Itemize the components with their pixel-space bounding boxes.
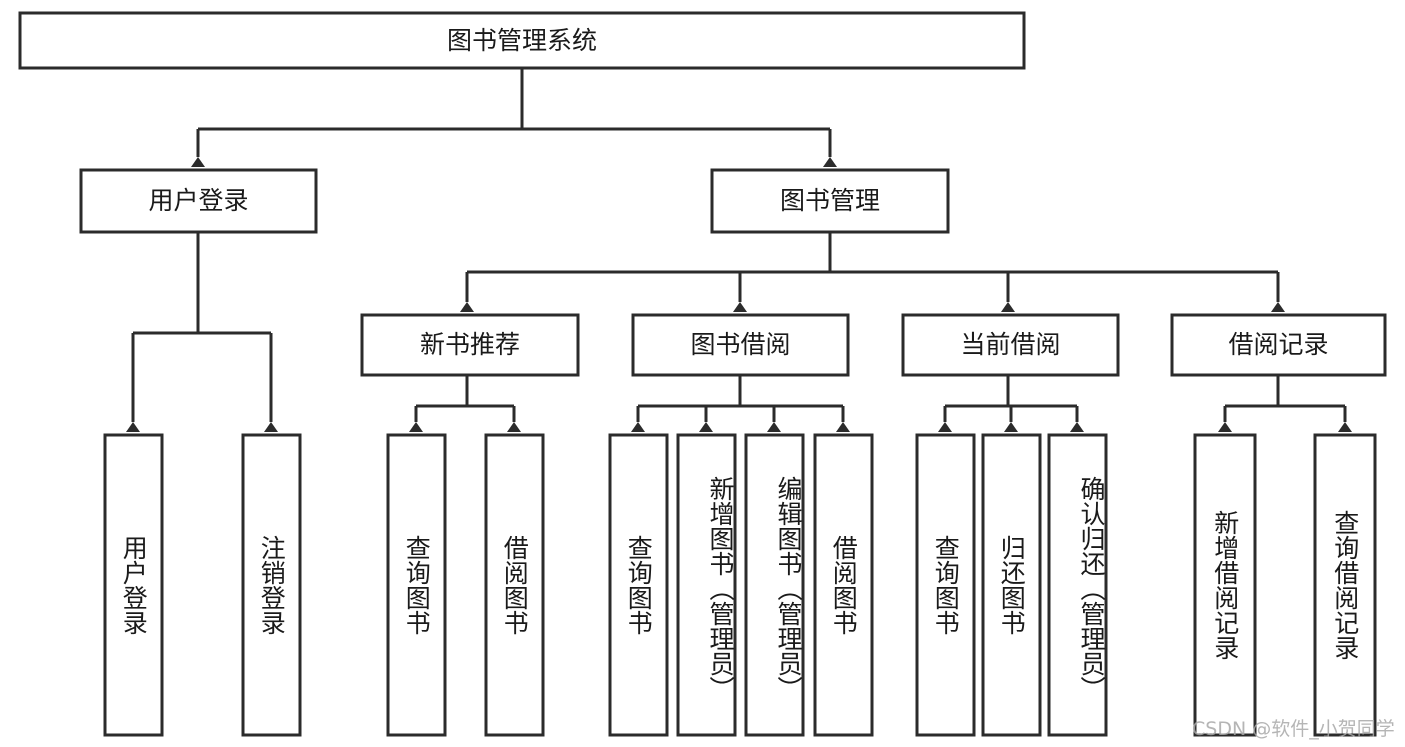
node-box-new-book-recommend[interactable] <box>360 313 580 377</box>
node-box-book-borrow[interactable] <box>631 313 850 377</box>
node-box-leaf-query-book-borrow[interactable] <box>608 433 669 737</box>
node-box-leaf-return-book[interactable] <box>981 433 1042 737</box>
node-box-root[interactable] <box>18 11 1026 70</box>
node-box-leaf-borrow-book-rec[interactable] <box>484 433 545 737</box>
node-box-leaf-borrow-book[interactable] <box>813 433 874 737</box>
node-box-leaf-query-book-current[interactable] <box>915 433 976 737</box>
node-box-book-management[interactable] <box>710 168 950 234</box>
node-box-leaf-user-login[interactable] <box>103 433 164 737</box>
node-box-borrow-record[interactable] <box>1170 313 1387 377</box>
node-box-user-login[interactable] <box>79 168 318 234</box>
node-box-leaf-add-book-admin[interactable] <box>676 433 737 737</box>
node-box-leaf-add-borrow-record[interactable] <box>1193 433 1257 737</box>
node-box-leaf-query-borrow-record[interactable] <box>1313 433 1377 737</box>
node-box-leaf-confirm-return-admin[interactable] <box>1047 433 1108 737</box>
node-box-leaf-query-book-rec[interactable] <box>386 433 447 737</box>
node-box-leaf-edit-book-admin[interactable] <box>744 433 805 737</box>
node-box-leaf-user-logout[interactable] <box>241 433 302 737</box>
node-box-current-borrow[interactable] <box>901 313 1120 377</box>
